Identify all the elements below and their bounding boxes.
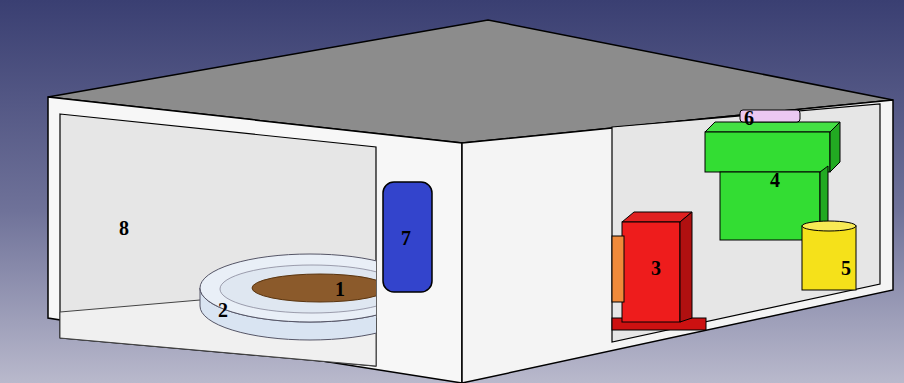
magnetron — [705, 132, 830, 172]
capacitor-top — [802, 221, 856, 231]
callout-number: 4 — [770, 170, 780, 190]
callout-number: 2 — [218, 300, 228, 320]
magnetron-top — [705, 122, 840, 132]
callout-number: 3 — [651, 258, 661, 278]
turntable-plate — [252, 274, 388, 302]
transformer-coil — [612, 236, 624, 302]
callout-number: 6 — [744, 108, 754, 128]
callout-number: 8 — [119, 218, 129, 238]
transformer-side — [680, 212, 692, 322]
transformer — [622, 222, 680, 322]
door-handle — [383, 182, 432, 292]
callout-number: 1 — [335, 279, 345, 299]
component-bay — [612, 104, 880, 342]
capacitor — [802, 226, 856, 290]
turntable-inner — [220, 265, 404, 313]
housing-front — [48, 97, 462, 383]
callout-number: 7 — [401, 228, 411, 248]
magnetron-side — [830, 122, 840, 172]
callout-number: 5 — [841, 258, 851, 278]
housing-side — [462, 100, 893, 383]
